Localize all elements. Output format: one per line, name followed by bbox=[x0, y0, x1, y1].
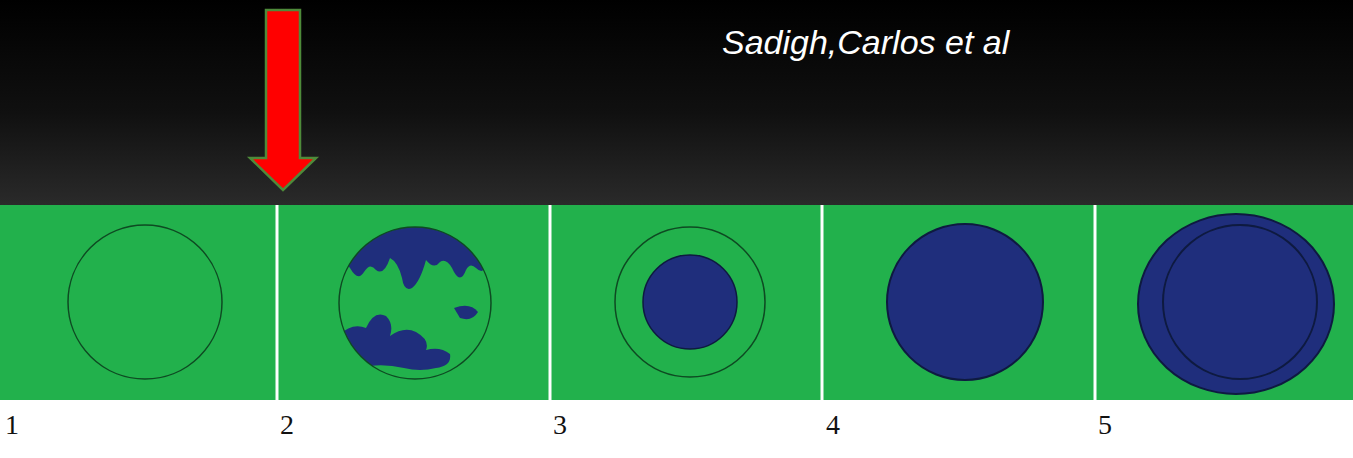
overflow-fill bbox=[1138, 214, 1334, 394]
empty-circle bbox=[68, 225, 222, 379]
panel-number: 5 bbox=[1098, 410, 1112, 441]
central-fill bbox=[643, 255, 737, 349]
patchy-fill bbox=[330, 225, 500, 370]
green-band bbox=[0, 205, 1353, 400]
panel-number: 2 bbox=[280, 410, 294, 441]
outer-circle bbox=[615, 227, 765, 377]
pointer-arrow bbox=[250, 10, 316, 190]
inner-outline bbox=[1163, 225, 1317, 379]
outline-circle bbox=[339, 227, 491, 379]
panel-number: 1 bbox=[5, 410, 19, 441]
panel-number: 4 bbox=[826, 410, 840, 441]
dark-ground bbox=[0, 0, 1353, 205]
panel-dividers bbox=[277, 205, 1095, 400]
full-fill bbox=[887, 224, 1043, 380]
number-strip bbox=[0, 400, 1353, 458]
panel-number: 3 bbox=[553, 410, 567, 441]
citation: Sadigh,Carlos et al bbox=[722, 24, 1009, 61]
